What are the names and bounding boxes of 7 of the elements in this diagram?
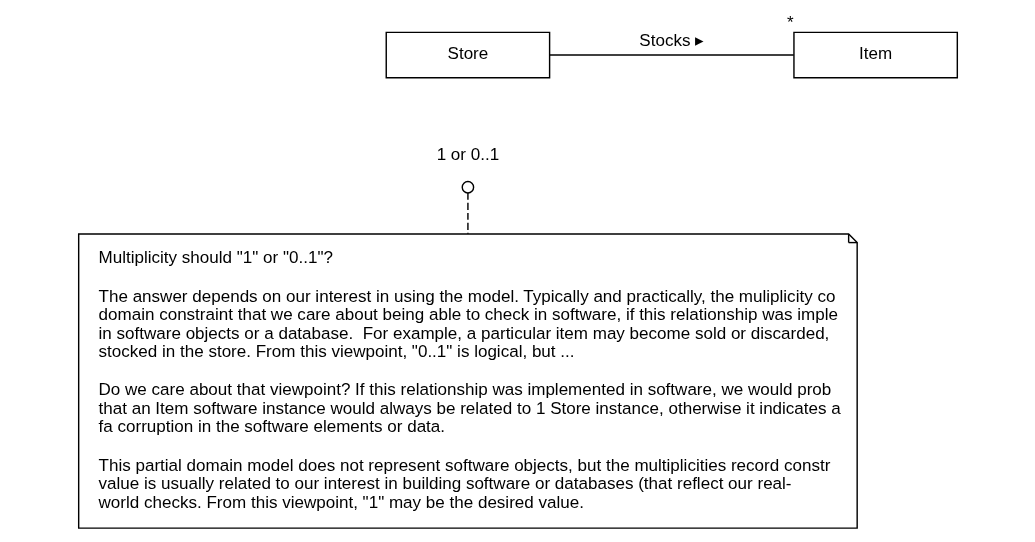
node-box: Store	[385, 31, 550, 79]
node-label: *	[786, 12, 794, 32]
node-text: 1 or 0..1	[436, 145, 499, 165]
edge-label: Stocks ▸	[638, 30, 704, 50]
node-box: Item	[792, 31, 958, 79]
connector	[461, 180, 474, 235]
connector	[548, 54, 794, 56]
